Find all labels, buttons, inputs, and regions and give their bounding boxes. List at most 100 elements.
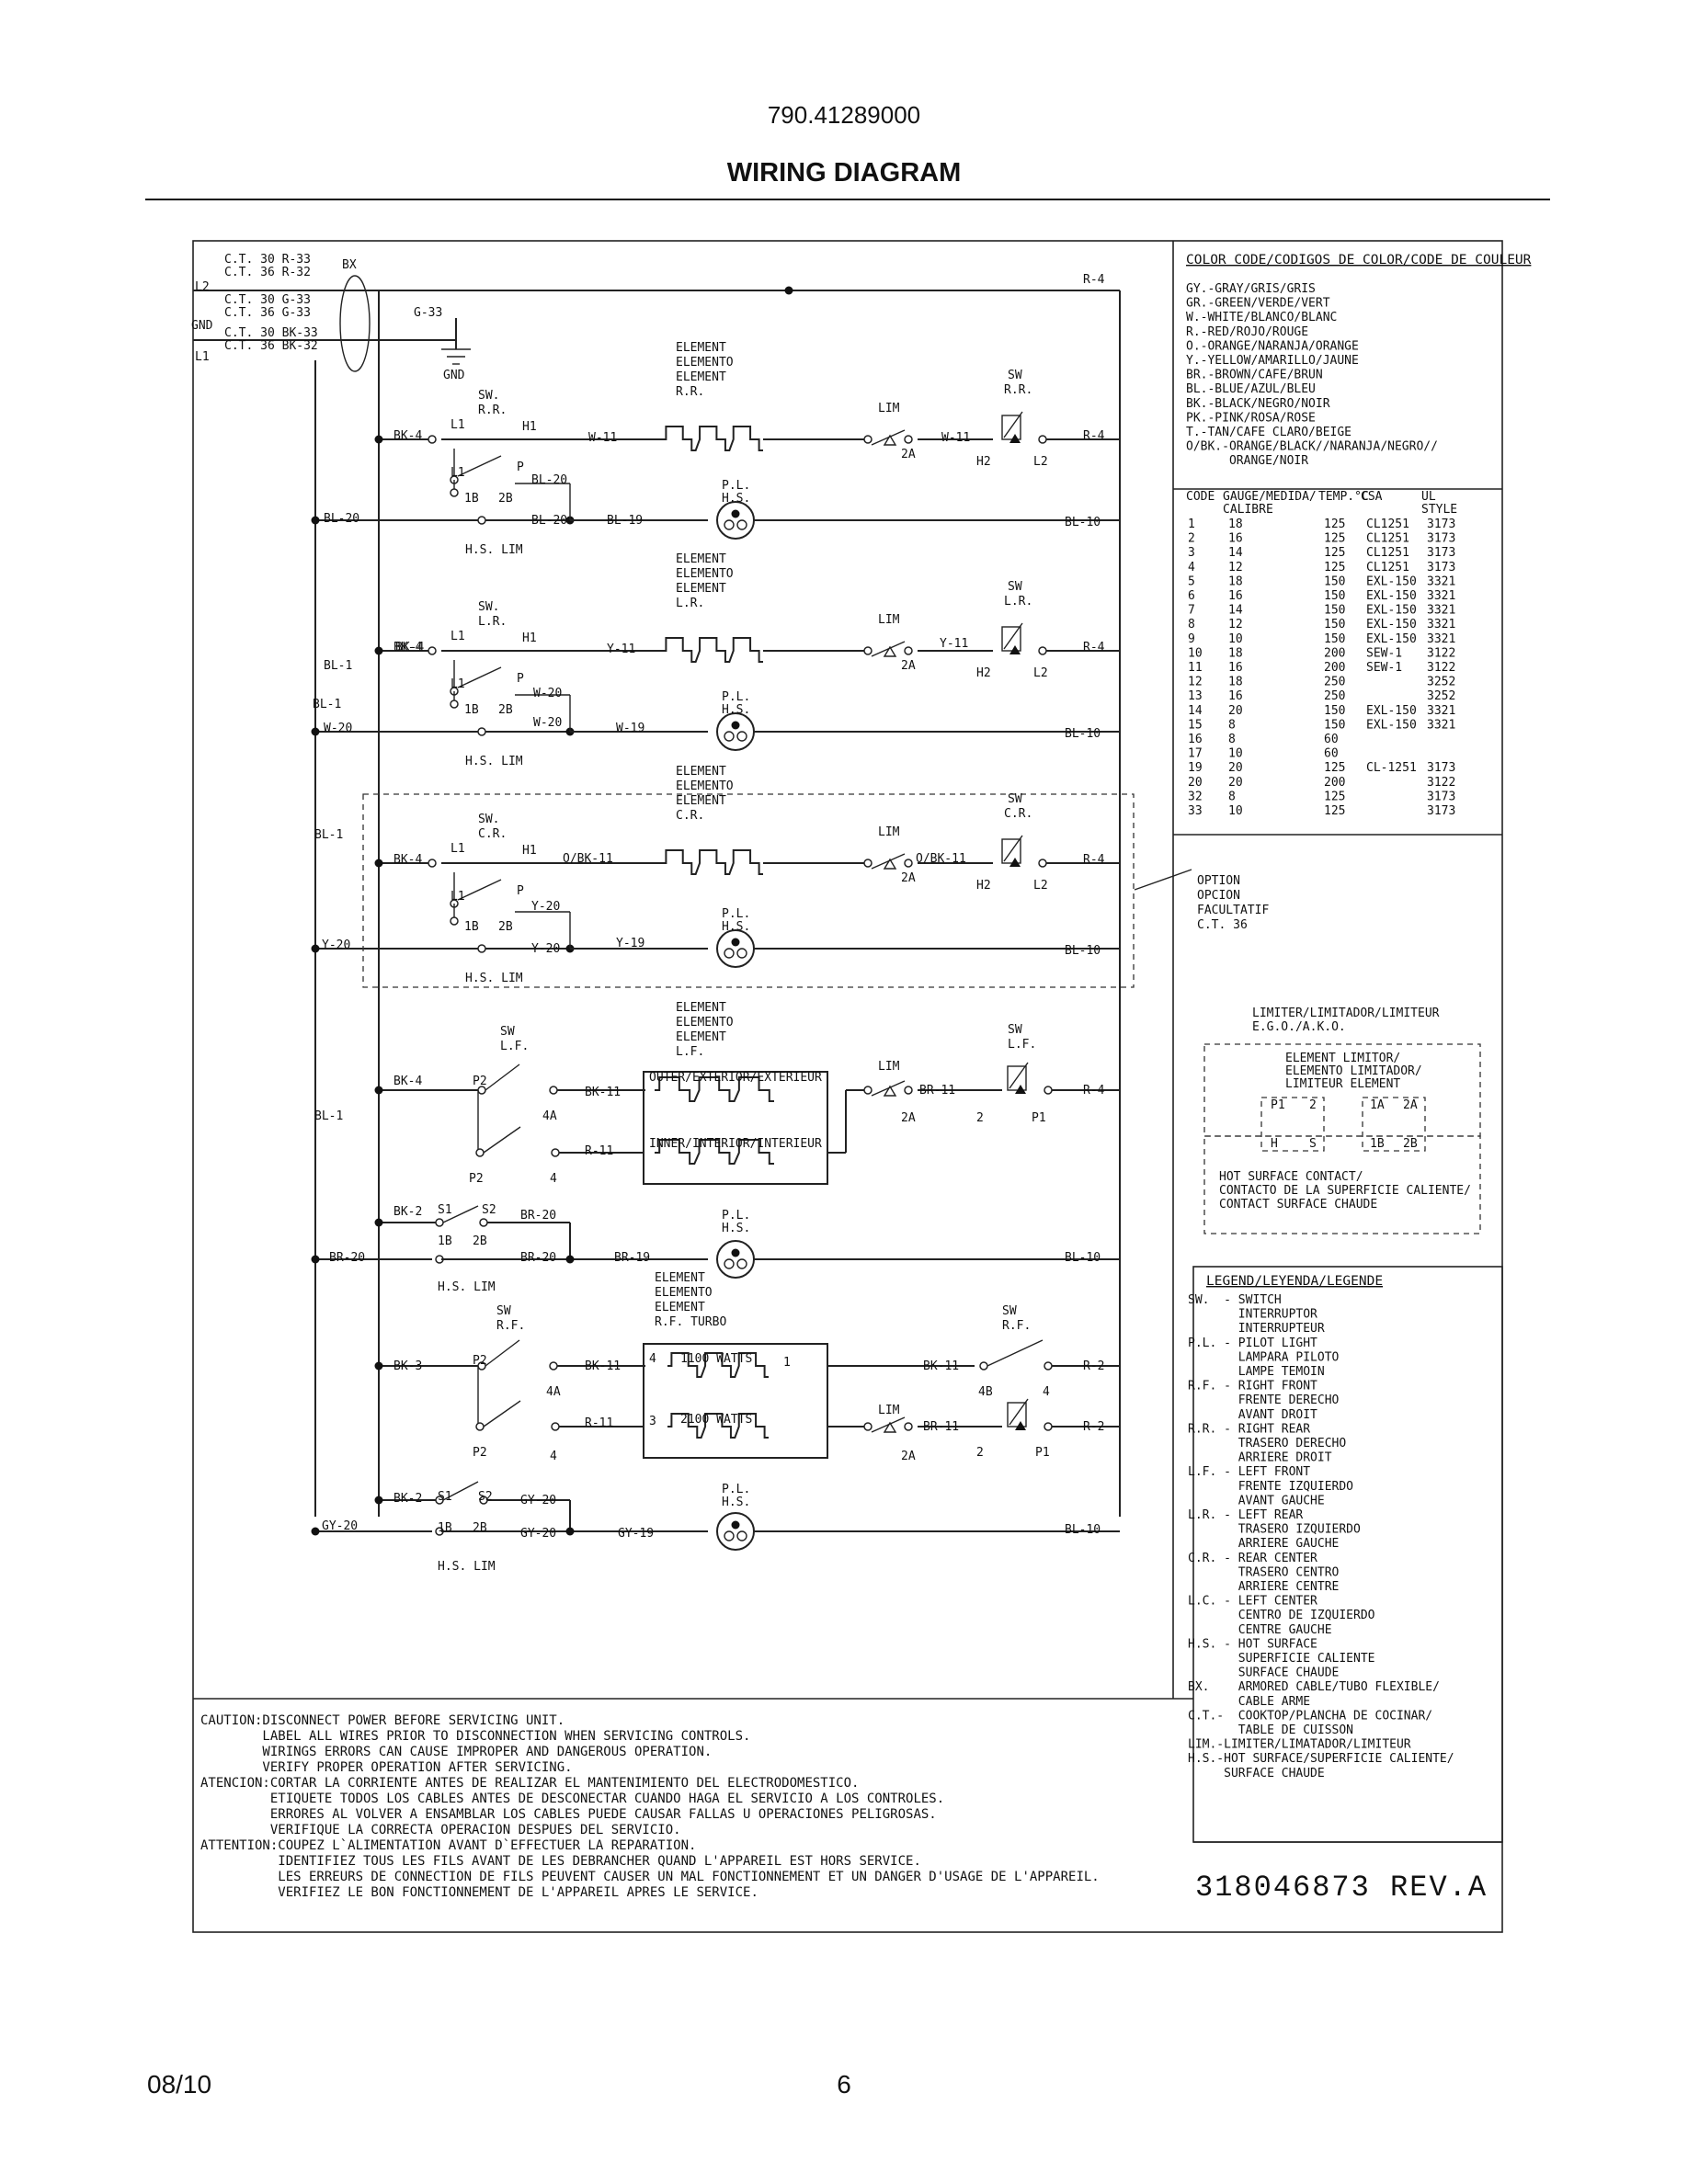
gauge-table-cell: 18	[1228, 574, 1243, 588]
wire-label: ELEMENTO	[676, 779, 734, 793]
wire-label: W-20	[324, 722, 352, 735]
color-code-item: BR.-BROWN/CAFE/BRUN	[1186, 369, 1323, 382]
lamp-contact	[736, 1530, 747, 1541]
lamp-contact	[724, 731, 735, 742]
pilot-light-icon	[716, 501, 755, 540]
wire-label: L.R.	[676, 597, 704, 610]
gauge-table-cell: 3321	[1427, 704, 1455, 718]
wire-label: P.L.	[722, 690, 750, 704]
legend-item: AVANT DROIT	[1188, 1408, 1317, 1422]
wire-label: 2A	[901, 659, 916, 673]
caution-line: ETIQUETE TODOS LOS CABLES ANTES DE DESCO…	[200, 1792, 944, 1806]
gauge-table-cell: 3321	[1427, 604, 1455, 618]
wire-label: SW.	[478, 600, 499, 614]
wire-label: BL-19	[607, 514, 643, 528]
legend-item: CABLE ARME	[1188, 1695, 1310, 1709]
wire-label: GY-19	[618, 1527, 654, 1541]
gauge-table-cell: 16	[1228, 589, 1243, 603]
wire-label: 4A	[546, 1385, 561, 1399]
wire-label: L2	[1033, 666, 1048, 680]
limiter-term-h: H	[1271, 1137, 1278, 1151]
gauge-table-subheader: CALIBRE	[1223, 503, 1273, 517]
color-code-item: T.-TAN/CAFE CLARO/BEIGE	[1186, 426, 1352, 439]
wire-label: Y-11	[940, 637, 968, 651]
junction-dot	[374, 859, 383, 868]
limiter-term-1a: 1A	[1370, 1098, 1385, 1112]
wire-label: H.S.	[722, 920, 750, 934]
gauge-table-cell: 10	[1228, 804, 1243, 818]
terminal	[477, 727, 486, 736]
thermal-switch-icon	[1001, 415, 1021, 440]
actuator-icon	[1015, 1085, 1026, 1094]
wire-label: C.T. 36 G-33	[224, 306, 311, 320]
terminal	[549, 1361, 558, 1371]
wire-label: 2	[976, 1446, 984, 1460]
terminal	[1044, 1361, 1053, 1371]
wire-label: P	[517, 672, 524, 686]
wire-label: BL-1	[314, 828, 343, 842]
gauge-table-cell: 16	[1228, 661, 1243, 675]
wire-label: P2	[473, 1075, 487, 1088]
gauge-table-cell: 10	[1228, 632, 1243, 646]
wire-label: SW.	[478, 813, 499, 826]
pilot-light-icon	[716, 1512, 755, 1551]
bx-cable-icon	[339, 275, 371, 372]
option-line-1: OPTION	[1197, 874, 1240, 888]
wire-label: H1	[522, 844, 537, 858]
wire-label: R.R.	[1004, 383, 1032, 397]
wire-label: 4	[1043, 1385, 1050, 1399]
option-note: OPTION OPCION FACULTATIF C.T. 36	[1197, 874, 1269, 932]
terminal	[450, 916, 459, 926]
color-code-item: PK.-PINK/ROSA/ROSE	[1186, 411, 1316, 425]
option-line-3: FACULTATIF	[1197, 904, 1269, 917]
gauge-table-cell: 32	[1188, 790, 1203, 803]
wire-label: BR-11	[919, 1084, 955, 1098]
gauge-table-cell: 200	[1324, 776, 1345, 790]
heating-element-coil	[667, 1413, 769, 1439]
lamp-contact	[724, 948, 735, 959]
lamp-contact	[736, 731, 747, 742]
wire-label: BK-11	[585, 1086, 621, 1099]
gauge-table-cell: 1	[1188, 518, 1195, 531]
limiter-box: LIMITER/LIMITADOR/LIMITEUR E.G.O./A.K.O.…	[1203, 1007, 1481, 1234]
wire	[987, 1339, 1044, 1367]
gauge-table-cell: 3321	[1427, 574, 1455, 588]
wire	[457, 879, 502, 901]
legend-item: FRENTE IZQUIERDO	[1188, 1480, 1353, 1494]
wire-label: H.S. LIM	[438, 1560, 496, 1574]
terminal	[1038, 435, 1047, 444]
wire-label: BL-1	[324, 659, 352, 673]
wire	[1003, 411, 1023, 438]
gauge-table-cell: 3173	[1427, 546, 1455, 560]
terminal	[979, 1361, 988, 1371]
legend-item: CENTRO DE IZQUIERDO	[1188, 1609, 1375, 1622]
legend-item: AVANT GAUCHE	[1188, 1494, 1325, 1507]
gauge-table-cell: 3	[1188, 546, 1195, 560]
gauge-table-cell: 14	[1188, 704, 1203, 718]
wire-label: H.S. LIM	[465, 972, 523, 985]
wire-label: 2B	[498, 920, 513, 934]
hot-surface-1: HOT SURFACE CONTACT/	[1219, 1170, 1363, 1184]
heating-element-coil	[662, 426, 763, 451]
lamp-filament	[731, 721, 740, 730]
gauge-table-header: CODE	[1186, 490, 1215, 504]
wire-label: BK-11	[585, 1359, 621, 1373]
legend-item: FRENTE DERECHO	[1188, 1393, 1340, 1407]
wire-label: ELEMENTO	[676, 1016, 734, 1029]
limiter-term-s: S	[1309, 1137, 1317, 1151]
terminal	[904, 859, 913, 868]
wire-label: R-11	[585, 1416, 613, 1430]
wire-label: ELEMENT	[676, 341, 726, 355]
wire-label: C.T. 30 BK-33	[224, 326, 318, 340]
wire-label: R.F. TURBO	[655, 1315, 726, 1329]
wire-label: 2B	[473, 1521, 487, 1535]
legend-item: C.T.- COOKTOP/PLANCHA DE COCINAR/	[1188, 1709, 1432, 1723]
gauge-table-cell: 125	[1324, 546, 1345, 560]
wire-label: BL-10	[1065, 516, 1101, 529]
terminal	[475, 1422, 485, 1431]
wire-label: LIM	[878, 402, 900, 415]
pilot-light-icon	[716, 929, 755, 968]
junction-dot	[311, 944, 320, 953]
gauge-table-cell: 11	[1188, 661, 1203, 675]
